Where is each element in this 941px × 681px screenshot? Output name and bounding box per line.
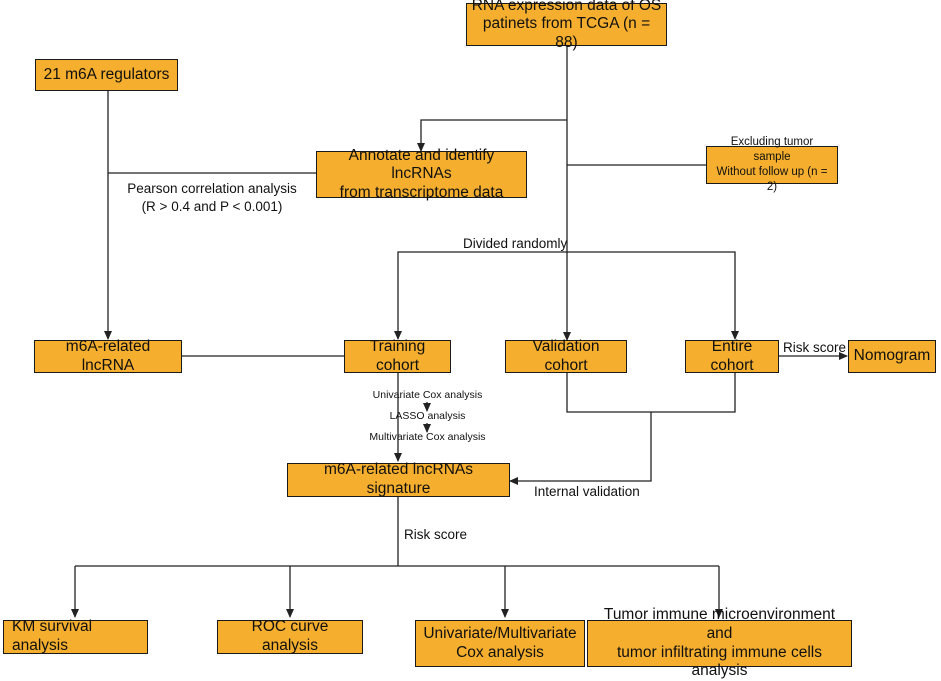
cox-step-univariate: Univariate Cox analysis (372, 389, 483, 401)
cox-step-lasso: LASSO analysis (389, 410, 466, 422)
risk-score-label-right: Risk score (783, 340, 847, 355)
line-internal-validation (509, 412, 652, 485)
nomogram-box: Nomogram (848, 340, 936, 373)
rna-data-box: RNA expression data of OS patinets from … (466, 0, 667, 51)
m6a-related-lncrna-box: m6A-related lncRNA (34, 338, 182, 374)
m6a-signature-box: m6A-related lncRNAs signature (287, 461, 510, 497)
line-divided-entire (567, 251, 739, 340)
validation-cohort-box: Validation cohort (505, 338, 627, 374)
m6a-regulators-box: 21 m6A regulators (35, 59, 178, 91)
line-validation-merge (566, 373, 736, 413)
cox-step-multivariate: Multivariate Cox analysis (369, 431, 486, 443)
excluding-tumor-box: Excluding tumor sample Without follow up… (706, 136, 838, 193)
risk-score-label-bottom: Risk score (404, 527, 468, 542)
line-to-annotate (417, 119, 567, 152)
line-divided-training (394, 251, 567, 340)
divided-randomly-label: Divided randomly (463, 236, 568, 251)
km-survival-box: KM survival analysis (3, 618, 148, 654)
annotate-lncrnas-box: Annotate and identify lncRNAs from trans… (316, 147, 527, 201)
tumor-immune-box: Tumor immune microenvironment and tumor … (587, 606, 852, 679)
training-cohort-box: Training cohort (344, 338, 451, 374)
internal-validation-label: Internal validation (534, 484, 640, 499)
roc-curve-box: ROC curve analysis (217, 618, 363, 654)
entire-cohort-box: Entire cohort (685, 338, 779, 374)
univariate-multivariate-box: Univariate/Multivariate Cox analysis (415, 620, 585, 667)
pearson-label: Pearson correlation analysis (R > 0.4 an… (127, 181, 297, 214)
